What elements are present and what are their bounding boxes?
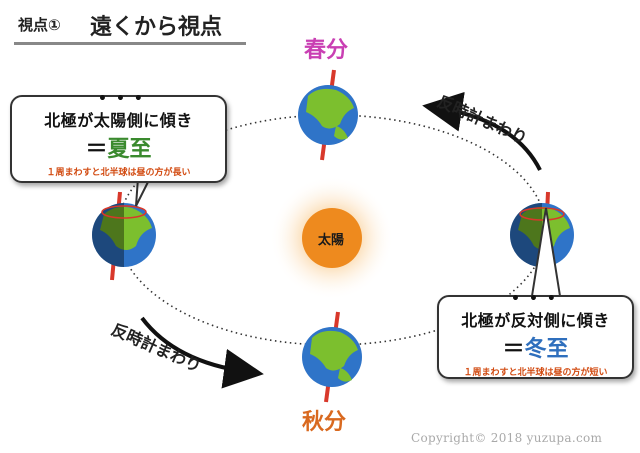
summer-callout: ••• 北極が太陽側に傾き ＝夏至 １周まわすと北半球は昼の方が長い bbox=[10, 91, 227, 183]
winter-callout-line1: 北極が反対側に傾き bbox=[461, 311, 610, 330]
sun bbox=[302, 208, 362, 268]
copyright-text: Copyright© 2018 yuzupa.com bbox=[411, 431, 603, 445]
summer-callout-line1: 北極が太陽側に傾き bbox=[44, 111, 193, 130]
label-autumn: 秋分 bbox=[302, 410, 347, 435]
earth-summer bbox=[92, 191, 156, 281]
rotation-arrow-bottom bbox=[140, 316, 264, 389]
emphasis-dots: ••• bbox=[511, 291, 565, 307]
summer-callout-note: １周まわすと北半球は昼の方が長い bbox=[46, 168, 191, 178]
summer-callout-term-line: ＝夏至 bbox=[12, 131, 225, 163]
winter-callout: ••• 北極が反対側に傾き ＝冬至 １周まわすと北半球は昼の方が短い bbox=[437, 291, 634, 379]
label-spring: 春分 bbox=[304, 38, 349, 63]
winter-callout-note: １周まわすと北半球は昼の方が短い bbox=[463, 368, 608, 378]
winter-callout-term-line: ＝冬至 bbox=[439, 331, 632, 363]
earth-autumn bbox=[302, 311, 362, 403]
page-title: 遠くから視点 bbox=[90, 15, 223, 40]
winter-term: 冬至 bbox=[524, 337, 569, 362]
title-sub: 視点① bbox=[18, 16, 61, 34]
sun-label: 太陽 bbox=[318, 233, 345, 248]
title-underline bbox=[14, 42, 246, 45]
rotation-arrow-top bbox=[422, 91, 542, 171]
summer-term: 夏至 bbox=[107, 137, 152, 162]
equals-sign: ＝ bbox=[85, 137, 108, 162]
equals-sign: ＝ bbox=[502, 337, 525, 362]
emphasis-dots: ••• bbox=[98, 91, 152, 107]
earth-spring bbox=[298, 69, 358, 161]
